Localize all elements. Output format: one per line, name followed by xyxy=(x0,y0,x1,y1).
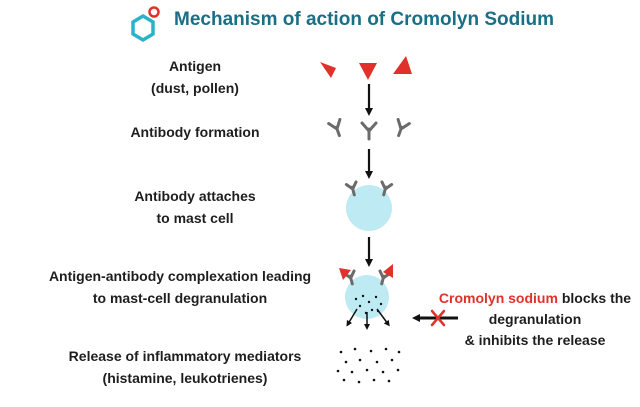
bound-antibodies-icon xyxy=(342,269,392,286)
page-title: Mechanism of action of Cromolyn Sodium xyxy=(174,9,555,30)
block-x-icon xyxy=(430,309,446,327)
released-mediators-dots xyxy=(336,347,401,384)
bound-antigen-right xyxy=(383,264,393,278)
antigen-triangle-left xyxy=(320,62,336,78)
degranulation-arrows xyxy=(346,308,390,330)
attached-antibodies-icon xyxy=(344,180,394,197)
antibody-left-icon xyxy=(327,117,342,138)
hexagon-logo-icon xyxy=(131,6,160,43)
antigen-triangle-right xyxy=(393,56,412,74)
note-line2: degranulation xyxy=(488,311,582,327)
cromolyn-block-note: Cromolyn sodium blocks the degranulation… xyxy=(430,288,640,351)
step-antigen-label: Antigen(dust, pollen) xyxy=(151,58,239,96)
bound-antigen-left xyxy=(339,268,351,280)
antibody-center-icon xyxy=(360,121,378,141)
note-line1-rest: blocks the xyxy=(557,290,632,306)
degranulating-mast-cell xyxy=(345,275,389,319)
antibody-right-icon xyxy=(396,117,411,138)
step-release-label: Release of inflammatory mediators(histam… xyxy=(68,348,302,386)
note-line3: & inhibits the release xyxy=(464,332,606,348)
step-antibody-formation-label: Antibody formation xyxy=(130,124,260,140)
mast-cell xyxy=(346,185,392,231)
drug-name: Cromolyn sodium xyxy=(438,290,558,306)
antigen-triangle-center xyxy=(359,63,377,80)
